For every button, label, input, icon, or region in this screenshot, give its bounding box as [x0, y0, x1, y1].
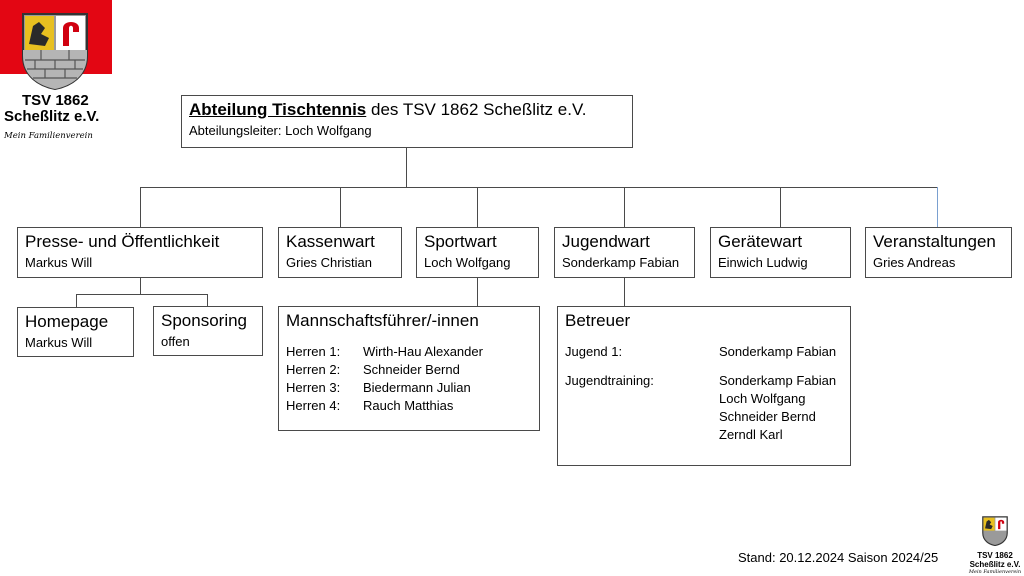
mannschaftsfuehrer-list: Herren 1: Wirth-Hau Alexander Herren 2: Sc…	[286, 343, 532, 415]
small-logo: TSV 1862 Scheßlitz e.V. Mein Familienver…	[968, 516, 1022, 575]
team-label: Herren 2:	[286, 362, 341, 377]
presse-person: Markus Will	[25, 255, 93, 270]
homepage-box: Homepage Markus Will	[17, 307, 134, 357]
sportwart-title: Sportwart	[424, 232, 497, 251]
veranstaltungen-person: Gries Andreas	[873, 255, 956, 270]
root-title-strong: Abteilung Tischtennis	[189, 100, 367, 119]
small-logo-line2: Scheßlitz e.V.	[969, 560, 1021, 569]
sportwart-person: Loch Wolfgang	[424, 255, 511, 270]
small-logo-tagline: Mein Familienverein	[968, 569, 1022, 575]
kassenwart-box: Kassenwart Gries Christian	[278, 227, 402, 278]
sponsoring-person: offen	[161, 334, 190, 349]
sponsoring-title: Sponsoring	[161, 311, 248, 330]
team-row: Herren 2: Schneider Bernd	[286, 361, 532, 379]
team-label: Herren 1:	[286, 344, 341, 359]
betreuer-box: Betreuer Jugend 1: Sonderkamp Fabian Jug…	[557, 306, 851, 466]
root-box: Abteilung Tischtennis des TSV 1862 Scheß…	[181, 95, 633, 148]
team-row: Herren 3: Biedermann Julian	[286, 379, 532, 397]
betreuer-title: Betreuer	[565, 311, 631, 330]
club-name-line1: TSV 1862	[22, 92, 89, 109]
betreuer-list: Jugend 1: Sonderkamp Fabian Jugendtraini…	[565, 343, 843, 444]
team-label: Herren 3:	[286, 380, 341, 395]
trainer-name: Schneider Bernd	[719, 409, 816, 424]
presse-title: Presse- und Öffentlichkeit	[25, 232, 220, 251]
jugendtraining-names: Sonderkamp Fabian Loch Wolfgang Schneide…	[719, 372, 836, 444]
team-captain: Rauch Matthias	[363, 398, 454, 413]
team-label: Herren 4:	[286, 398, 341, 413]
team-captain: Wirth-Hau Alexander	[363, 344, 483, 359]
team-row: Herren 4: Rauch Matthias	[286, 397, 532, 415]
team-row: Herren 1: Wirth-Hau Alexander	[286, 343, 532, 361]
sportwart-box: Sportwart Loch Wolfgang	[416, 227, 539, 278]
homepage-title: Homepage	[25, 312, 109, 331]
team-captain: Biedermann Julian	[363, 380, 471, 395]
homepage-person: Markus Will	[25, 335, 93, 350]
presse-box: Presse- und Öffentlichkeit Markus Will	[17, 227, 263, 278]
kassenwart-title: Kassenwart	[286, 232, 375, 251]
trainer-name: Sonderkamp Fabian	[719, 373, 837, 388]
jugendwart-box: Jugendwart Sonderkamp Fabian	[554, 227, 695, 278]
trainer-name: Loch Wolfgang	[719, 391, 806, 406]
club-crest-icon	[22, 13, 88, 90]
jugend1-label: Jugend 1:	[565, 344, 623, 359]
jugend1-name: Sonderkamp Fabian	[719, 344, 837, 359]
betreuer-row: Jugendtraining: Sonderkamp Fabian Loch W…	[565, 372, 843, 444]
mannschaftsfuehrer-box: Mannschaftsführer/-innen Herren 1: Wirth-…	[278, 306, 540, 431]
root-title: Abteilung Tischtennis des TSV 1862 Scheß…	[189, 100, 586, 119]
jugendwart-title: Jugendwart	[562, 232, 650, 251]
veranstaltungen-title: Veranstaltungen	[873, 232, 996, 251]
geraetewart-person: Einwich Ludwig	[718, 255, 808, 270]
jugendtraining-label: Jugendtraining:	[565, 373, 654, 388]
sponsoring-box: Sponsoring offen	[153, 306, 263, 356]
trainer-name: Zerndl Karl	[719, 427, 783, 442]
club-name: TSV 1862 Scheßlitz e.V. Mein Familienver…	[4, 93, 112, 144]
root-title-rest: des TSV 1862 Scheßlitz e.V.	[366, 100, 587, 119]
veranstaltungen-box: Veranstaltungen Gries Andreas	[865, 227, 1012, 278]
team-captain: Schneider Bernd	[363, 362, 460, 377]
club-name-line2: Scheßlitz e.V.	[4, 108, 100, 125]
department-leader: Abteilungsleiter: Loch Wolfgang	[189, 123, 372, 138]
jugendwart-person: Sonderkamp Fabian	[562, 255, 680, 270]
geraetewart-box: Gerätewart Einwich Ludwig	[710, 227, 851, 278]
club-tagline: Mein Familienverein	[4, 131, 93, 141]
stand-date: Stand: 20.12.2024 Saison 2024/25	[738, 550, 939, 565]
geraetewart-title: Gerätewart	[718, 232, 803, 251]
small-crest-icon	[982, 516, 1008, 547]
small-logo-line1: TSV 1862	[977, 551, 1013, 560]
kassenwart-person: Gries Christian	[286, 255, 372, 270]
mannschaftsfuehrer-title: Mannschaftsführer/-innen	[286, 311, 479, 330]
betreuer-row: Jugend 1: Sonderkamp Fabian	[565, 343, 843, 361]
